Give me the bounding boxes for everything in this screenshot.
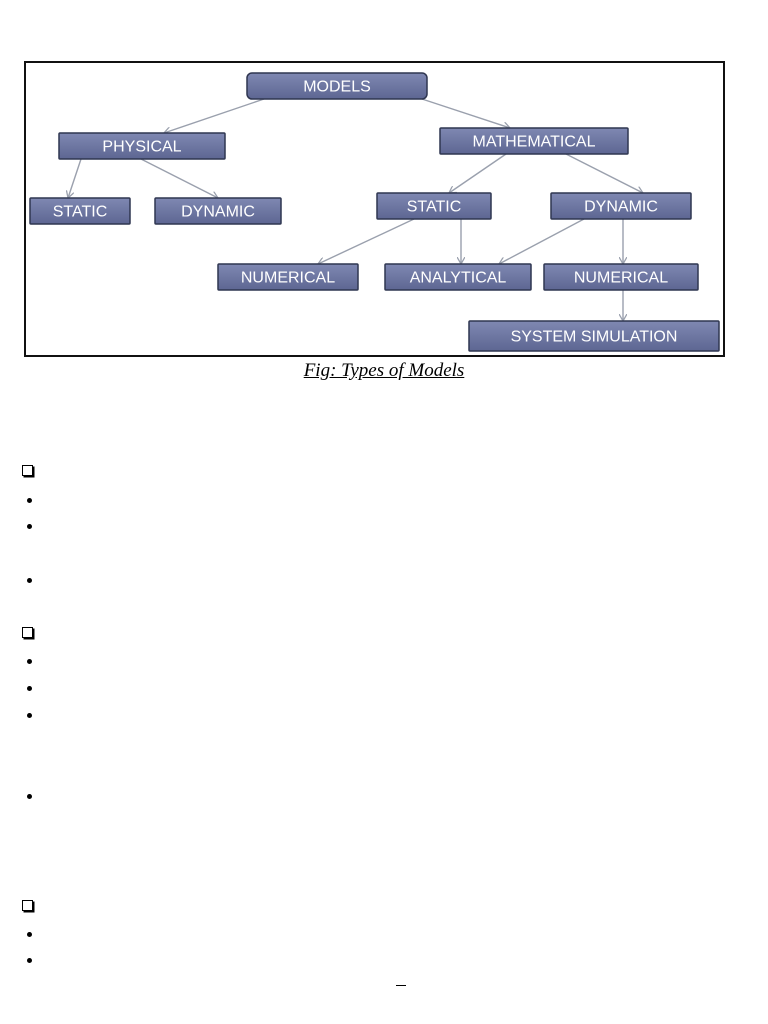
bullet-dot-icon [27,958,32,963]
node-box [246,72,428,100]
figure-caption: Fig: Types of Models [303,360,465,381]
node-box [154,197,282,225]
node-label: NUMERICAL [574,270,668,287]
node-label: STATIC [407,199,462,216]
page-number-dash [396,985,406,986]
bullet-dot-icon [27,932,32,937]
node-box [217,263,359,291]
node-physical-dynamic: DYNAMIC [154,197,282,225]
bullet-dot-icon [27,498,32,503]
node-analytical: ANALYTICAL [384,263,532,291]
bullet-dot-icon [27,578,32,583]
bullet-dot-icon [27,794,32,799]
models-diagram: MODELS PHYSICAL MATHEMATICAL STATIC DYNAMIC S… [24,61,725,357]
bullet-dot-icon [27,686,32,691]
edge-mathematical-to-math-static [449,153,507,193]
node-box [543,263,699,291]
node-static-numerical: NUMERICAL [217,263,359,291]
node-mathematical: MATHEMATICAL [439,127,629,155]
node-physical: PHYSICAL [58,132,226,160]
edge-mathematical-to-math-dynamic [565,153,643,193]
node-label: NUMERICAL [241,270,335,287]
edge-physical-to-physical-static [68,158,82,198]
edge-math-dynamic-to-analytical [499,218,585,264]
checkbox-square-icon [22,627,33,638]
node-box [58,132,226,160]
edge-physical-to-physical-dynamic [140,158,218,198]
node-label: MODELS [303,79,371,96]
edge-models-to-physical [164,98,265,133]
node-physical-static: STATIC [29,197,131,225]
checkbox-square-icon [22,465,33,476]
node-label: SYSTEM SIMULATION [511,329,678,346]
node-label: DYNAMIC [181,204,255,221]
node-models: MODELS [246,72,428,100]
node-box [439,127,629,155]
node-label: MATHEMATICAL [473,134,596,151]
node-label: PHYSICAL [102,139,181,156]
edge-models-to-mathematical [421,98,510,128]
node-box [376,192,492,220]
node-box [29,197,131,225]
node-box [384,263,532,291]
node-math-dynamic: DYNAMIC [550,192,692,220]
node-label: ANALYTICAL [410,270,507,287]
edge-math-static-to-static-numerical [318,218,415,264]
node-system-simulation: SYSTEM SIMULATION [468,320,720,352]
node-dynamic-numerical: NUMERICAL [543,263,699,291]
node-box [550,192,692,220]
node-label: STATIC [53,204,108,221]
diagram-canvas: MODELS PHYSICAL MATHEMATICAL STATIC DYNAMIC S… [29,72,720,352]
node-box [468,320,720,352]
bullet-dot-icon [27,713,32,718]
node-math-static: STATIC [376,192,492,220]
bullet-dot-icon [27,524,32,529]
checkbox-square-icon [22,900,33,911]
node-label: DYNAMIC [584,199,658,216]
bullet-dot-icon [27,659,32,664]
